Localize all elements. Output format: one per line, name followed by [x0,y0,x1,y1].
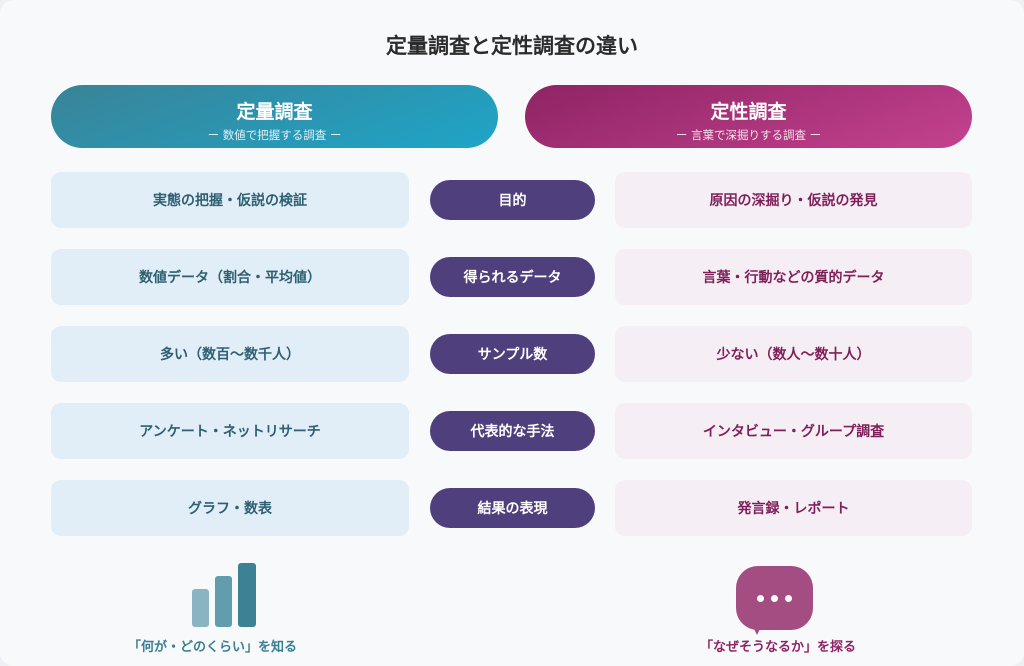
label-sample: サンプル数 [430,334,595,374]
quantitative-subheading: ー 数値で把握する調査 ー [207,128,342,142]
qual-row-purpose: 原因の深掘り・仮説の発見 [615,172,972,228]
qualitative-subheading: ー 言葉で深掘りする調査 ー [675,128,822,142]
qual-row-result: 発言録・レポート [615,480,972,536]
label-method: 代表的な手法 [430,411,595,451]
qual-row-method: インタビュー・グループ調査 [615,403,972,459]
qualitative-caption: 「なぜそうなるか」を探る [700,640,857,655]
quant-row-method: アンケート・ネットリサーチ [51,403,409,459]
quant-row-result: グラフ・数表 [51,480,409,536]
qual-row-sample: 少ない（数人〜数十人） [615,326,972,382]
quantitative-caption: 「何が・どのくらい」を知る [128,640,298,655]
quant-row-data: 数値データ（割合・平均値） [51,249,409,305]
label-purpose: 目的 [430,180,595,220]
quant-row-sample: 多い（数百〜数千人） [51,326,409,382]
qualitative-heading: 定性調査 [710,101,787,123]
label-result: 結果の表現 [430,488,595,528]
label-data: 得られるデータ [430,257,595,297]
qualitative-header: 定性調査 ー 言葉で深掘りする調査 ー [525,85,972,148]
quantitative-header: 定量調査 ー 数値で把握する調査 ー [51,85,498,148]
page-title: 定量調査と定性調査の違い [386,34,638,58]
quantitative-heading: 定量調査 [236,101,313,123]
quant-row-purpose: 実態の把握・仮説の検証 [51,172,409,228]
qual-row-data: 言葉・行動などの質的データ [615,249,972,305]
